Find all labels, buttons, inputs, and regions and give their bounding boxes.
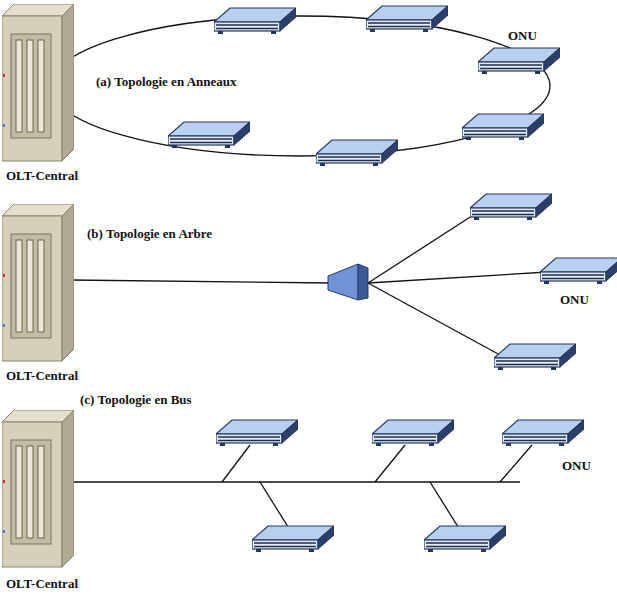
device-label: OLT-Central: [4, 368, 80, 385]
device-label: ONU: [506, 28, 539, 45]
topology-title: (b) Topologie en Arbre: [85, 226, 214, 243]
device-label: OLT-Central: [4, 168, 80, 185]
device-name: ONU: [508, 29, 537, 44]
device-name: ONU: [560, 293, 589, 308]
topology-title: (c) Topologie en Bus: [78, 392, 194, 409]
device-label: OLT-Central: [4, 576, 80, 593]
device-name: OLT-Central: [6, 577, 78, 592]
device-name: OLT-Central: [6, 369, 78, 384]
device-name: OLT-Central: [6, 169, 78, 184]
device-label: ONU: [558, 292, 591, 309]
device-label: ONU: [560, 458, 593, 475]
topology-title: (a) Topologie en Anneaux: [94, 74, 239, 91]
device-name: ONU: [562, 459, 591, 474]
